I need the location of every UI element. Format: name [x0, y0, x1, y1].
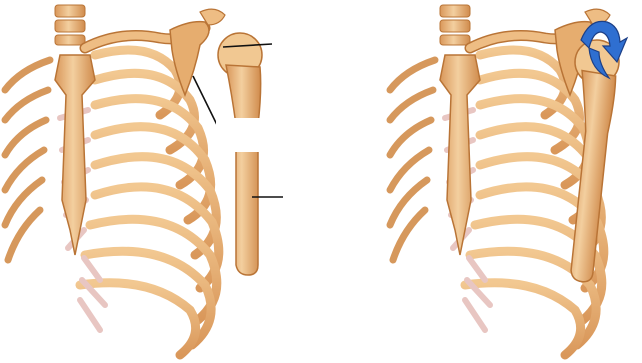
- left-panel: [5, 5, 283, 355]
- left-humerus: [218, 33, 262, 275]
- right-panel: [390, 5, 627, 355]
- label-box: [216, 118, 264, 152]
- left-rib-cage: [5, 5, 225, 355]
